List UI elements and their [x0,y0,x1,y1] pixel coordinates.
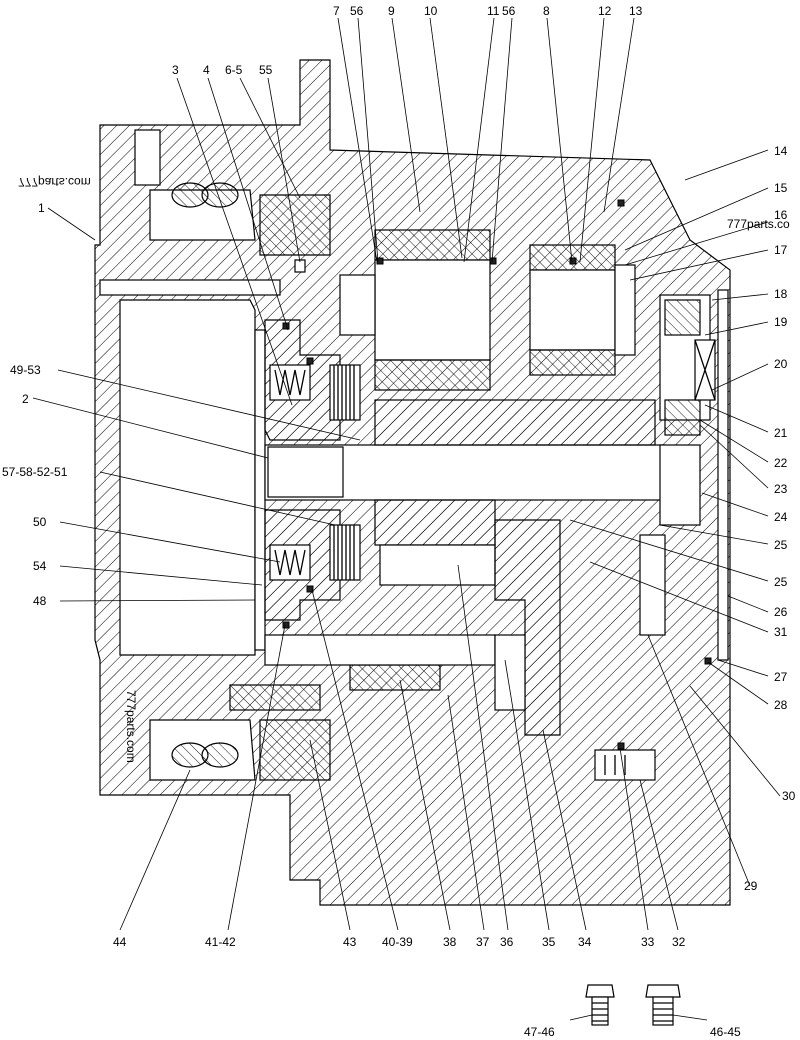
callout-25-a: 25 [774,538,788,552]
callout-29: 29 [744,879,758,893]
callout-43: 43 [343,935,357,949]
callout-28: 28 [774,698,788,712]
bolt-46-45 [645,984,681,1026]
callout-1: 1 [38,201,45,215]
callout-18: 18 [774,287,788,301]
callout-16: 16 [774,208,788,222]
callout-12: 12 [598,4,612,18]
callout-15: 15 [774,181,788,195]
callout-56-top-b: 56 [502,4,516,18]
seals [282,199,712,750]
lower-bearing [149,719,331,781]
callout-32: 32 [672,935,686,949]
disc-pack [329,364,361,581]
watermark-right: 777parts.co [727,217,790,231]
callout-13: 13 [629,4,643,18]
callout-8: 8 [543,4,550,18]
callout-33: 33 [641,935,655,949]
callout-25-b: 25 [774,575,788,589]
callout-37: 37 [476,935,490,949]
callout-23: 23 [774,482,788,496]
carrier-middle [374,399,656,736]
plug [594,749,656,781]
callout-27: 27 [774,670,788,684]
callout-6-5: 6-5 [225,63,243,77]
callout-9: 9 [388,4,395,18]
lower-gears [229,634,526,711]
callout-34: 34 [578,935,592,949]
callout-19: 19 [774,315,788,329]
watermark-bottom-left: 777parts.com [124,690,138,763]
callout-50: 50 [33,515,47,529]
callout-24: 24 [774,510,788,524]
callout-47-46: 47-46 [524,1025,555,1039]
bolt-47-46 [585,984,615,1026]
callout-48: 48 [33,594,47,608]
callout-44: 44 [113,935,127,949]
callout-10: 10 [424,4,438,18]
callout-56-top-a: 56 [350,4,364,18]
callout-40-39: 40-39 [382,935,413,949]
callout-17: 17 [774,243,788,257]
callout-7: 7 [333,4,340,18]
callout-21: 21 [774,426,788,440]
callout-36: 36 [500,935,514,949]
callout-26: 26 [774,605,788,619]
callout-41-42: 41-42 [205,935,236,949]
callout-22: 22 [774,456,788,470]
callout-31: 31 [774,625,788,639]
upper-bearing [149,182,331,273]
callout-54: 54 [33,559,47,573]
callout-46-45: 46-45 [710,1025,741,1039]
callout-35: 35 [542,935,556,949]
callout-11: 11 [487,4,500,18]
callout-55: 55 [259,63,273,77]
planet-gears-upper [339,229,636,391]
central-shaft [264,444,701,526]
end-cover [639,289,729,661]
callout-2: 2 [22,392,29,406]
callout-57-58-52-51: 57-58-52-51 [2,465,68,479]
leader-lines [32,17,781,1021]
callout-4: 4 [203,63,210,77]
housing-bolt-top [99,129,281,296]
callout-3: 3 [172,63,179,77]
watermark-top-left: 777parts.com [18,175,91,189]
brake-piston [264,319,341,621]
callout-38: 38 [443,935,457,949]
callout-14: 14 [774,144,788,158]
callout-49-53: 49-53 [10,363,41,377]
callout-labels: 7 56 9 10 11 56 8 12 13 3 4 6-5 55 14 15… [2,4,796,1039]
callout-20: 20 [774,357,788,371]
callout-30: 30 [782,789,796,803]
